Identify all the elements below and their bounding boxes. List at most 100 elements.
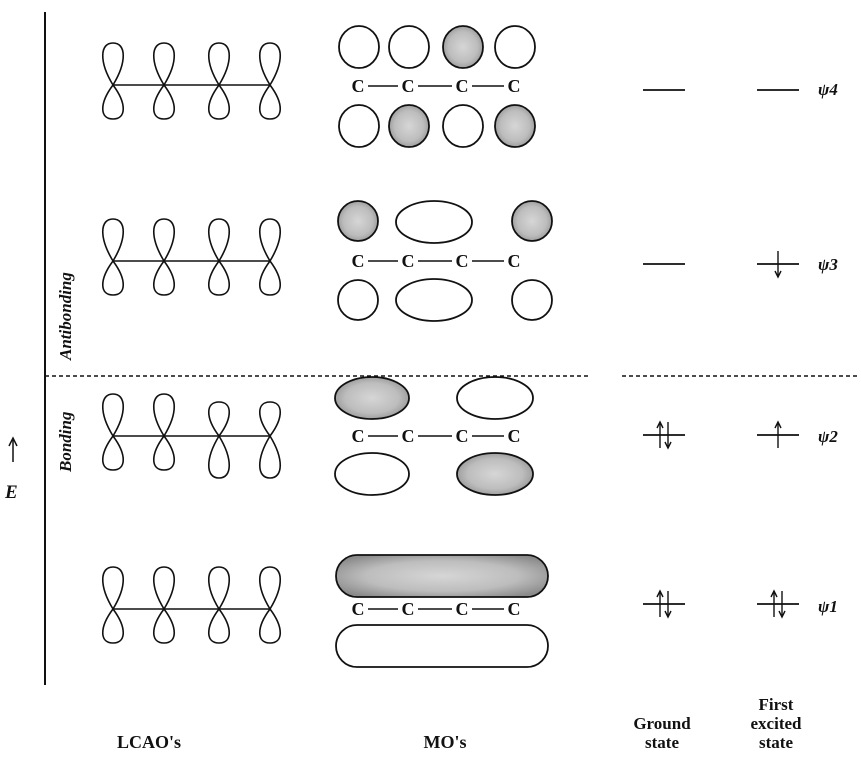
p-orbital-lower-lobe	[207, 259, 231, 296]
carbon-atom-label: C	[402, 599, 415, 619]
excited-state-label-2: excited	[751, 714, 803, 733]
mo-lobe-lower	[334, 452, 410, 496]
mo-lobe-lower	[337, 279, 379, 321]
carbon-atom-label: C	[456, 426, 469, 446]
lcao-column	[101, 42, 282, 644]
ground-level	[643, 589, 685, 619]
mo-lobe-upper	[395, 200, 473, 244]
carbon-atom-label: C	[402, 251, 415, 271]
mo-lobe-lower	[456, 452, 534, 496]
p-orbital-upper-lobe	[258, 566, 282, 611]
mo-column: C C C C C C C C C C C C C C C C	[334, 25, 553, 668]
bonding-label: Bonding	[56, 411, 75, 473]
mo-column-label: MO's	[424, 732, 467, 752]
p-orbital-upper-lobe	[258, 42, 282, 87]
mo-lobe-lower	[511, 279, 553, 321]
carbon-atom-label: C	[456, 599, 469, 619]
p-orbital-upper-lobe	[101, 218, 125, 263]
p-orbital-upper-lobe	[152, 218, 176, 263]
arrow-head	[774, 420, 782, 429]
mo-lobe-upper	[442, 25, 484, 69]
mo-lobe-lower	[335, 624, 549, 668]
mo-lobe-lower	[338, 104, 380, 148]
orbital-label-psi3: ψ3	[818, 255, 838, 274]
p-orbital-upper-lobe	[101, 566, 125, 611]
orbital-label-psi1: ψ1	[818, 597, 838, 616]
carbon-atom-label: C	[352, 426, 365, 446]
arrow-head	[778, 610, 786, 619]
lcao-row	[101, 218, 282, 296]
p-orbital-upper-lobe	[207, 566, 231, 611]
p-orbital-upper-lobe	[101, 393, 125, 438]
mo-lobe-upper	[338, 25, 380, 69]
arrow-head	[656, 420, 664, 429]
lcao-row	[101, 393, 282, 479]
arrow-head	[656, 589, 664, 598]
p-orbital-upper-lobe	[152, 42, 176, 87]
carbon-atom-label: C	[352, 251, 365, 271]
ground-state-label-2: state	[645, 733, 679, 752]
ground-level	[643, 420, 685, 450]
p-orbital-lower-lobe	[258, 434, 282, 479]
p-orbital-lower-lobe	[152, 607, 176, 644]
p-orbital-lower-lobe	[101, 83, 125, 120]
ground-state-label-1: Ground	[633, 714, 691, 733]
p-orbital-lower-lobe	[152, 434, 176, 471]
p-orbital-lower-lobe	[258, 83, 282, 120]
mo-lobe-lower	[494, 104, 536, 148]
p-orbital-upper-lobe	[207, 401, 231, 438]
p-orbital-upper-lobe	[207, 42, 231, 87]
carbon-atom-label: C	[402, 76, 415, 96]
p-orbital-lower-lobe	[207, 434, 231, 479]
arrow-head	[664, 610, 672, 619]
energy-arrow-icon	[8, 436, 18, 462]
excited-state-label-1: First	[759, 695, 794, 714]
mo-lobe-upper	[511, 200, 553, 242]
p-orbital-lower-lobe	[258, 607, 282, 644]
mo-lobe-upper	[335, 554, 549, 598]
excited-state-label-3: state	[759, 733, 793, 752]
p-orbital-lower-lobe	[207, 607, 231, 644]
p-orbital-lower-lobe	[152, 83, 176, 120]
excited-level	[757, 420, 799, 448]
p-orbital-upper-lobe	[258, 401, 282, 438]
carbon-atom-label: C	[508, 76, 521, 96]
p-orbital-lower-lobe	[258, 259, 282, 296]
p-orbital-lower-lobe	[207, 83, 231, 120]
mo-lobe-upper	[494, 25, 536, 69]
carbon-atom-label: C	[456, 76, 469, 96]
arrow-head	[774, 270, 782, 279]
antibonding-label: Antibonding	[56, 272, 75, 361]
mo-lobe-upper	[388, 25, 430, 69]
carbon-atom-label: C	[352, 599, 365, 619]
p-orbital-lower-lobe	[101, 259, 125, 296]
arrow-head	[770, 589, 778, 598]
p-orbital-lower-lobe	[101, 434, 125, 471]
carbon-atom-label: C	[456, 251, 469, 271]
carbon-atom-label: C	[508, 251, 521, 271]
lcao-column-label: LCAO's	[117, 732, 181, 752]
carbon-atom-label: C	[508, 426, 521, 446]
mo-lobe-lower	[395, 278, 473, 322]
energy-label: E	[4, 482, 18, 503]
p-orbital-lower-lobe	[152, 259, 176, 296]
excited-level	[757, 589, 799, 619]
orbital-label-psi2: ψ2	[818, 427, 838, 446]
carbon-atom-label: C	[402, 426, 415, 446]
carbon-atom-label: C	[508, 599, 521, 619]
p-orbital-lower-lobe	[101, 607, 125, 644]
mo-lobe-upper	[456, 376, 534, 420]
p-orbital-upper-lobe	[152, 566, 176, 611]
carbon-atom-label: C	[352, 76, 365, 96]
lcao-row	[101, 42, 282, 120]
lcao-row	[101, 566, 282, 644]
p-orbital-upper-lobe	[258, 218, 282, 263]
energy-levels	[643, 89, 799, 619]
p-orbital-upper-lobe	[152, 393, 176, 438]
p-orbital-upper-lobe	[207, 218, 231, 263]
